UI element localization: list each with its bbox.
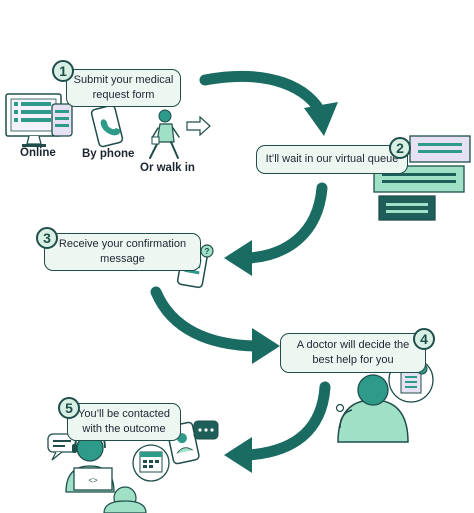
flow-arrow-3-to-4 (150, 286, 261, 352)
flow-arrow-1-to-2 (199, 71, 328, 121)
step-5-callout: You’ll be contacted with the outcome (67, 403, 181, 441)
step-1-number: 1 (59, 63, 67, 79)
step-5-text: You’ll be contacted with the outcome (78, 408, 170, 435)
mode-label-walk-in: Or walk in (140, 162, 195, 174)
flow-arrow-4-to-5 (242, 381, 331, 461)
calendar-bubble-icon (132, 444, 170, 482)
computer-form-icon (5, 93, 73, 147)
step-1-badge: 1 (52, 60, 74, 82)
walking-person-icon (149, 109, 180, 159)
flow-arrow-3-to-4-head (252, 328, 280, 364)
step-3-number: 3 (43, 230, 51, 246)
small-arrow-icon (186, 115, 211, 137)
step-3-badge: 3 (36, 227, 58, 249)
flow-arrow-1-to-2-head (304, 102, 338, 136)
step-5-number: 5 (65, 400, 73, 416)
step-2-badge: 2 (389, 137, 411, 159)
step-4-badge: 4 (413, 328, 435, 350)
step-4-number: 4 (420, 331, 428, 347)
step-4-text: A doctor will decide the best help for y… (296, 339, 410, 366)
mode-label-phone: By phone (82, 148, 135, 160)
step-3-text: Receive your confirmation message (58, 238, 187, 265)
step-2-callout: It’ll wait in our virtual queue (256, 145, 408, 174)
doctor-icon (335, 374, 409, 443)
svg-text:<>: <> (88, 476, 98, 485)
mode-label-online: Online (20, 147, 56, 159)
phone-icon (90, 104, 124, 148)
svg-text:?: ? (205, 247, 210, 256)
flow-arrow-4-to-5-head (224, 437, 252, 473)
step-5-badge: 5 (58, 397, 80, 419)
patient-icon (103, 486, 147, 513)
flow-arrow-2-to-3-head (224, 240, 252, 276)
step-4-callout: A doctor will decide the best help for y… (280, 333, 426, 373)
flow-arrow-2-to-3 (242, 182, 328, 264)
step-2-number: 2 (396, 140, 404, 156)
step-1-text: Submit your medical request form (73, 74, 174, 101)
step-3-callout: Receive your confirmation message (44, 233, 201, 271)
step-1-callout: Submit your medical request form (66, 69, 181, 107)
step-2-text: It’ll wait in our virtual queue (265, 153, 399, 165)
